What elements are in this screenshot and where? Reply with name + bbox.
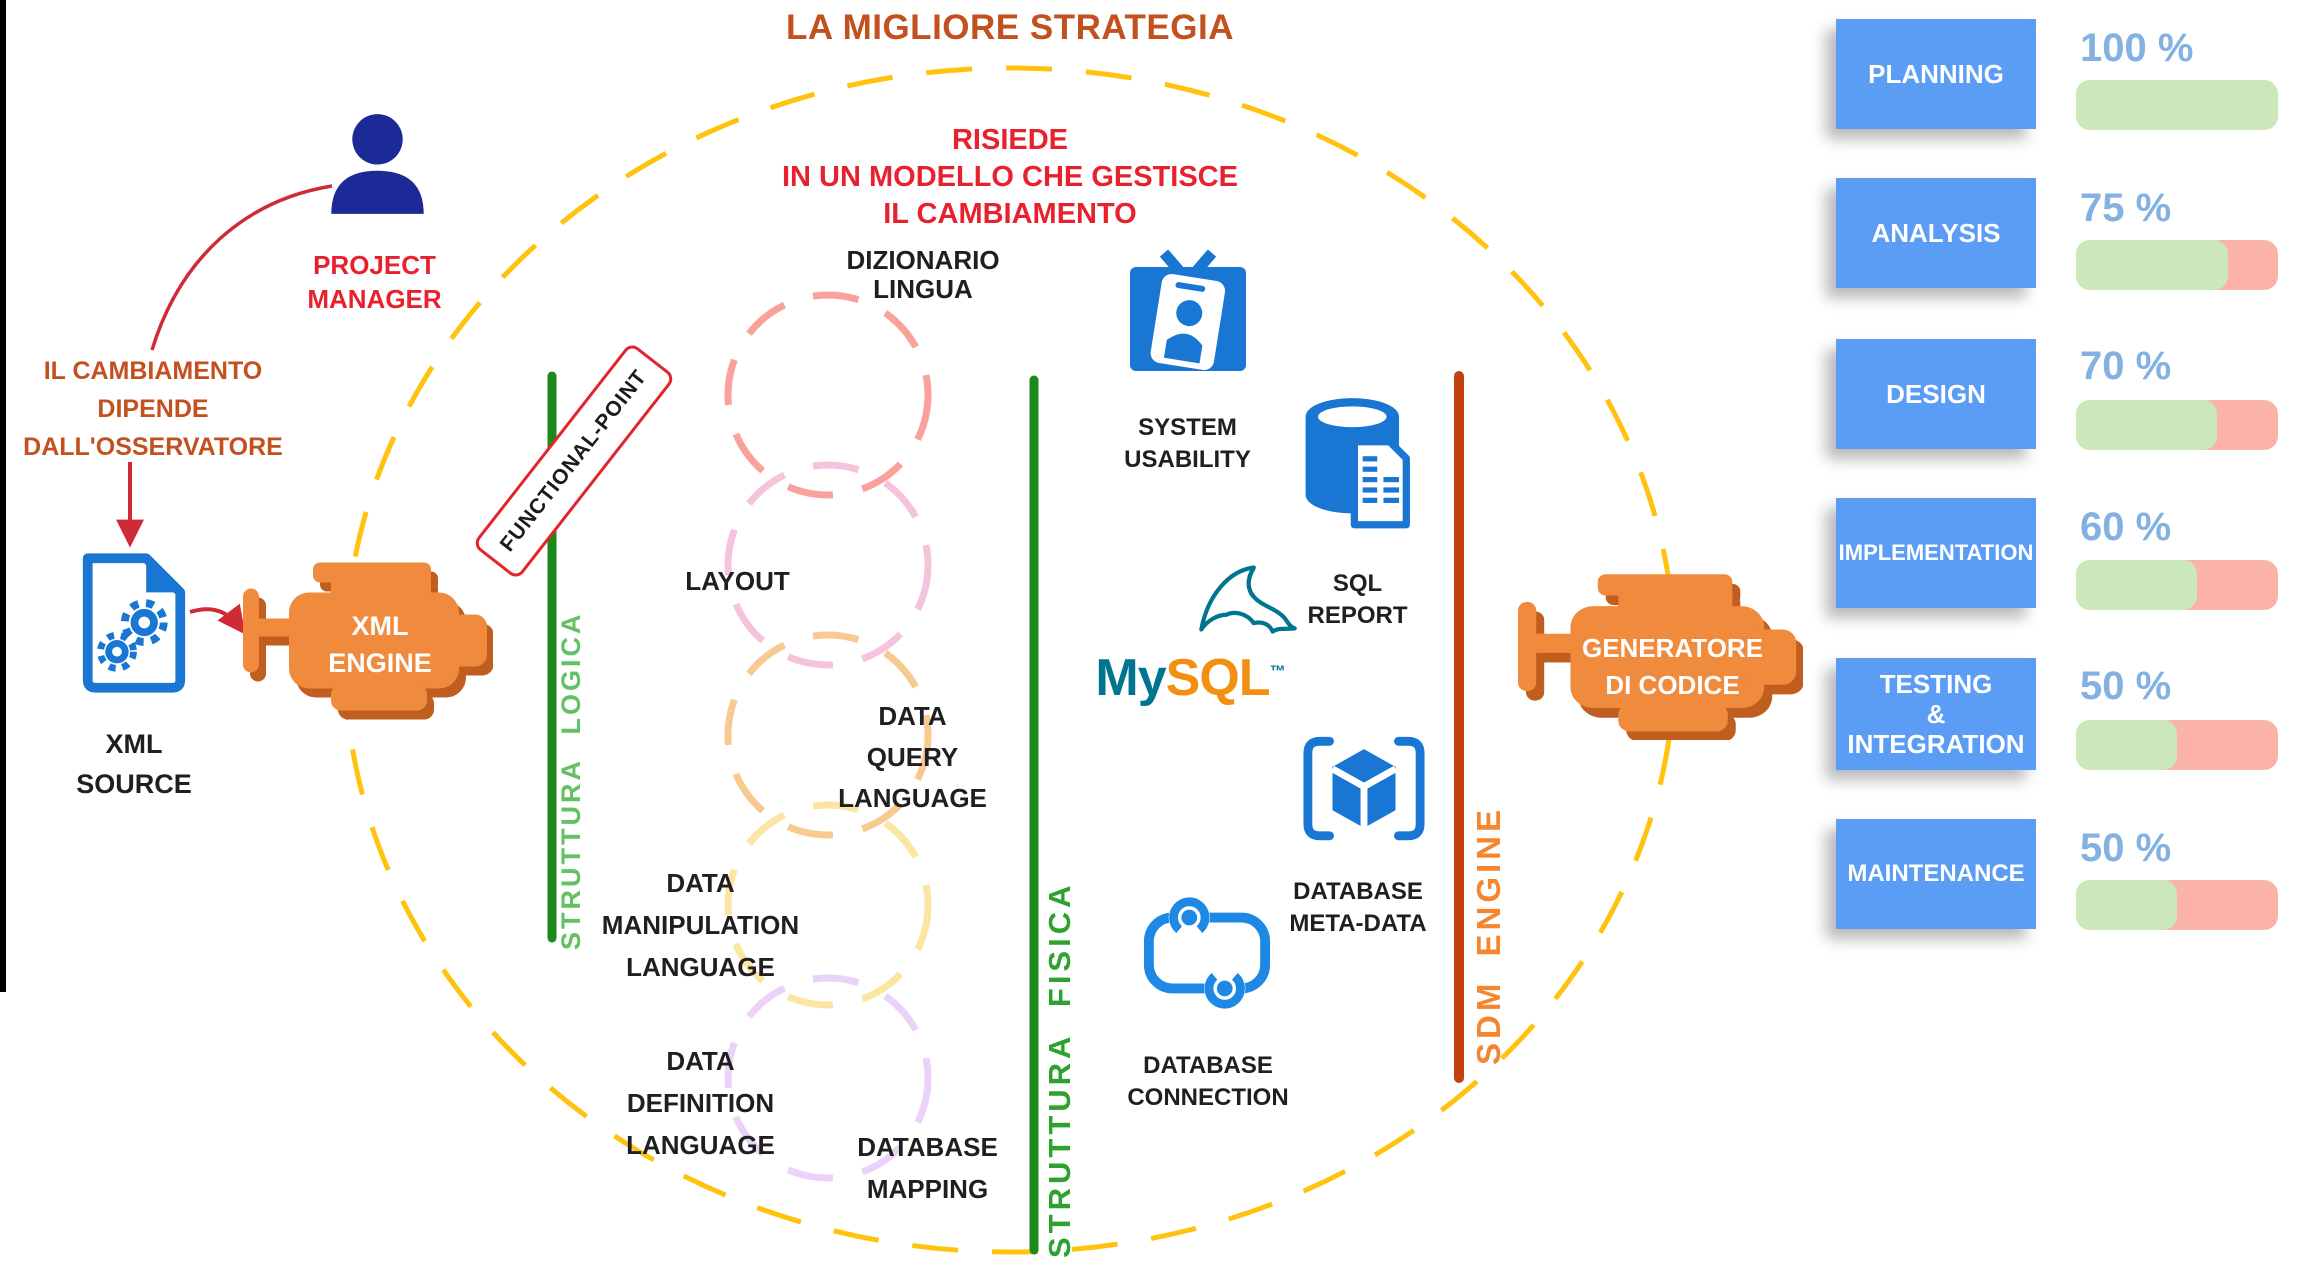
database-metadata-icon bbox=[1303, 736, 1425, 841]
progress-fill bbox=[2076, 240, 2228, 290]
mysql-logo-sql: SQL bbox=[1165, 649, 1271, 707]
left-edge-strip bbox=[0, 0, 6, 992]
sql-report-icon bbox=[1305, 398, 1410, 529]
phase-card-maintenance: MAINTENANCE bbox=[1836, 819, 2036, 929]
label-dizionario-lingua: DIZIONARIO LINGUA bbox=[846, 245, 1000, 304]
xml-source-icon bbox=[82, 553, 186, 693]
struttura-fisica-label: STRUTTURA FISICA bbox=[1042, 881, 1077, 1259]
circle-data-definition bbox=[724, 974, 932, 1182]
phase-card-design: DESIGN bbox=[1836, 339, 2036, 449]
mysql-trademark: ™ bbox=[1269, 663, 1286, 681]
subtitle-line: IL CAMBIAMENTO bbox=[883, 198, 1137, 230]
sql-report-label: SQL REPORT bbox=[1307, 570, 1408, 629]
phase-card-analysis: ANALYSIS bbox=[1836, 178, 2036, 288]
mysql-logo-text: MySQL™ bbox=[1080, 648, 1300, 708]
analysis-progress-bar bbox=[2076, 240, 2278, 290]
project-manager-icon bbox=[331, 114, 424, 214]
progress-fill bbox=[2076, 720, 2177, 770]
mysql-logo-my: My bbox=[1095, 649, 1166, 707]
xml-source-label: XML SOURCE bbox=[76, 729, 192, 799]
code-generator-engine-icon bbox=[1518, 574, 1803, 740]
database-metadata-label: DATABASE META-DATA bbox=[1289, 878, 1427, 937]
testing-percent: 50 % bbox=[2080, 664, 2172, 708]
implementation-percent: 60 % bbox=[2080, 505, 2172, 549]
implementation-progress-bar bbox=[2076, 560, 2278, 610]
design-percent: 70 % bbox=[2080, 344, 2172, 388]
sdm-engine-label: SDM ENGINE bbox=[1470, 805, 1507, 1065]
source-to-engine-arrow bbox=[189, 603, 246, 635]
planning-progress-bar bbox=[2076, 80, 2278, 130]
phase-card-testing-integration: TESTING & INTEGRATION bbox=[1836, 658, 2036, 770]
label-data-manipulation-language: DATA MANIPULATION LANGUAGE bbox=[601, 868, 800, 982]
strategy-subtitle: RISIEDE IN UN MODELLO CHE GESTISCE IL CA… bbox=[640, 122, 1380, 233]
manager-to-note-curve bbox=[150, 184, 333, 351]
system-usability-label: SYSTEM USABILITY bbox=[1124, 414, 1251, 473]
progress-fill bbox=[2076, 880, 2177, 930]
design-progress-bar bbox=[2076, 400, 2278, 450]
maintenance-percent: 50 % bbox=[2080, 826, 2172, 870]
maintenance-progress-bar bbox=[2076, 880, 2278, 930]
label-data-query-language: DATA QUERY LANGUAGE bbox=[838, 701, 987, 813]
planning-percent: 100 % bbox=[2080, 26, 2194, 70]
progress-fill bbox=[2076, 560, 2198, 610]
label-layout: LAYOUT bbox=[685, 566, 790, 596]
phase-card-planning: PLANNING bbox=[1836, 19, 2036, 129]
mysql-dolphin-icon bbox=[1199, 565, 1297, 634]
observer-note: IL CAMBIAMENTO DIPENDE DALL'OSSERVATORE bbox=[23, 357, 283, 461]
label-data-definition-language: DATA DEFINITION LANGUAGE bbox=[626, 1046, 775, 1160]
xml-engine-label: XML ENGINE bbox=[328, 611, 432, 678]
phase-card-implementation: IMPLEMENTATION bbox=[1836, 498, 2036, 608]
subtitle-line: IN UN MODELLO CHE GESTISCE bbox=[782, 161, 1238, 193]
xml-engine-icon bbox=[243, 562, 493, 720]
code-generator-label: GENERATORE DI CODICE bbox=[1581, 633, 1764, 700]
project-manager-label: PROJECT MANAGER bbox=[307, 250, 442, 314]
circle-dizionario bbox=[724, 291, 932, 499]
testing-progress-bar bbox=[2076, 720, 2278, 770]
database-connection-icon bbox=[1143, 896, 1271, 1010]
database-connection-label: DATABASE CONNECTION bbox=[1127, 1052, 1289, 1111]
subtitle-line: RISIEDE bbox=[951, 124, 1069, 156]
progress-fill bbox=[2076, 400, 2218, 450]
system-usability-icon bbox=[1130, 250, 1246, 371]
label-database-mapping: DATABASE MAPPING bbox=[857, 1132, 998, 1204]
circle-data-query bbox=[724, 631, 932, 839]
circle-layout bbox=[724, 461, 932, 669]
page-title: LA MIGLIORE STRATEGIA bbox=[786, 8, 1234, 47]
circle-data-manipulation bbox=[724, 801, 932, 1009]
progress-fill bbox=[2076, 80, 2278, 130]
analysis-percent: 75 % bbox=[2080, 186, 2172, 230]
